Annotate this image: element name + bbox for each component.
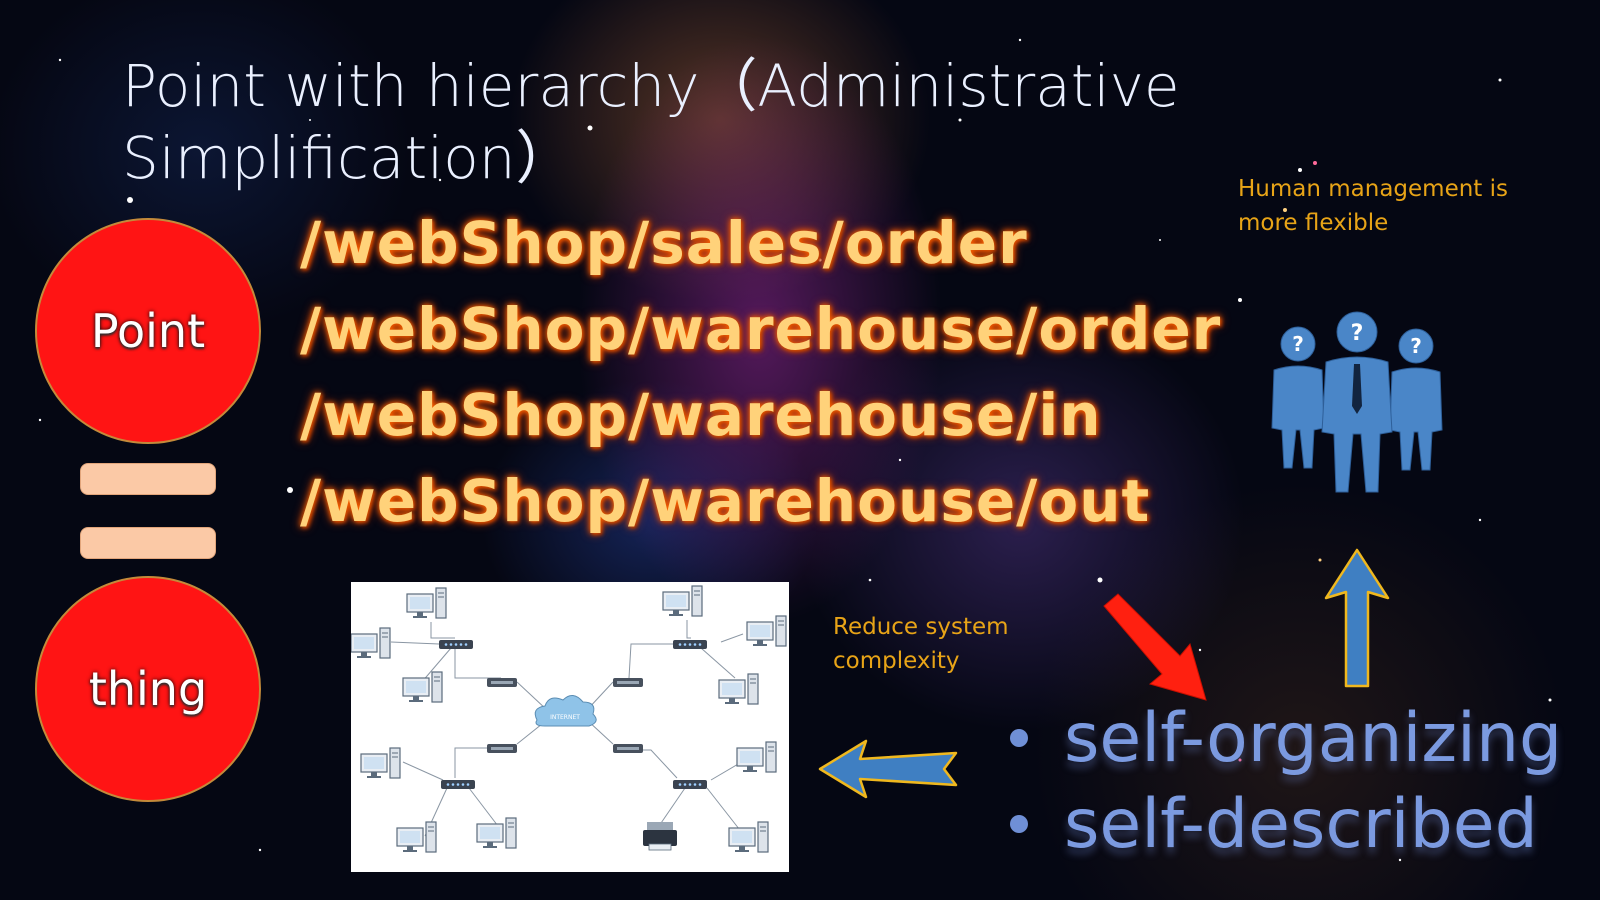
blue-left-arrow-icon — [818, 739, 958, 799]
cloud-icon: INTERNET — [534, 695, 597, 727]
people-icon: ? ? ? — [1271, 311, 1443, 493]
list-item: self-organizing — [1010, 695, 1562, 781]
network-diagram: INTERNET — [350, 582, 789, 872]
bullet-dot — [1010, 729, 1028, 747]
svg-text:?: ? — [1351, 321, 1364, 346]
equals-sign-top-bar — [80, 463, 216, 495]
slide-title: Point with hierarchy（Administrative Simp… — [122, 52, 1180, 192]
red-arrow-icon — [1103, 593, 1207, 701]
point-circle: Point — [35, 218, 261, 444]
reduce-complexity-note: Reduce system complexity — [833, 614, 1009, 674]
path-warehouse-in: /webShop/warehouse/in — [300, 381, 1102, 449]
path-sales-order: /webShop/sales/order — [300, 209, 1028, 277]
point-circle-label: Point — [90, 304, 206, 358]
bullet-self-organizing: self-organizing — [1064, 698, 1563, 778]
blue-up-arrow-icon — [1324, 548, 1390, 688]
thing-circle: thing — [35, 576, 261, 802]
printer-icon — [643, 822, 677, 851]
network-diagram-graphic: INTERNET — [350, 585, 787, 853]
bullet-self-described: self-described — [1064, 784, 1538, 864]
human-management-note: Human management is more flexible — [1238, 176, 1509, 236]
path-warehouse-out: /webShop/warehouse/out — [300, 467, 1151, 535]
self-properties-list: self-organizing self-described — [1010, 695, 1562, 867]
cloud-label: INTERNET — [550, 714, 580, 721]
list-item: self-described — [1010, 781, 1562, 867]
bullet-dot — [1010, 815, 1028, 833]
svg-text:?: ? — [1292, 332, 1304, 356]
thing-circle-label: thing — [88, 662, 208, 716]
path-warehouse-order: /webShop/warehouse/order — [300, 295, 1222, 363]
svg-text:?: ? — [1410, 334, 1422, 358]
equals-sign-bottom-bar — [80, 527, 216, 559]
hierarchy-path-list: /webShop/sales/order /webShop/warehouse/… — [300, 200, 1221, 544]
